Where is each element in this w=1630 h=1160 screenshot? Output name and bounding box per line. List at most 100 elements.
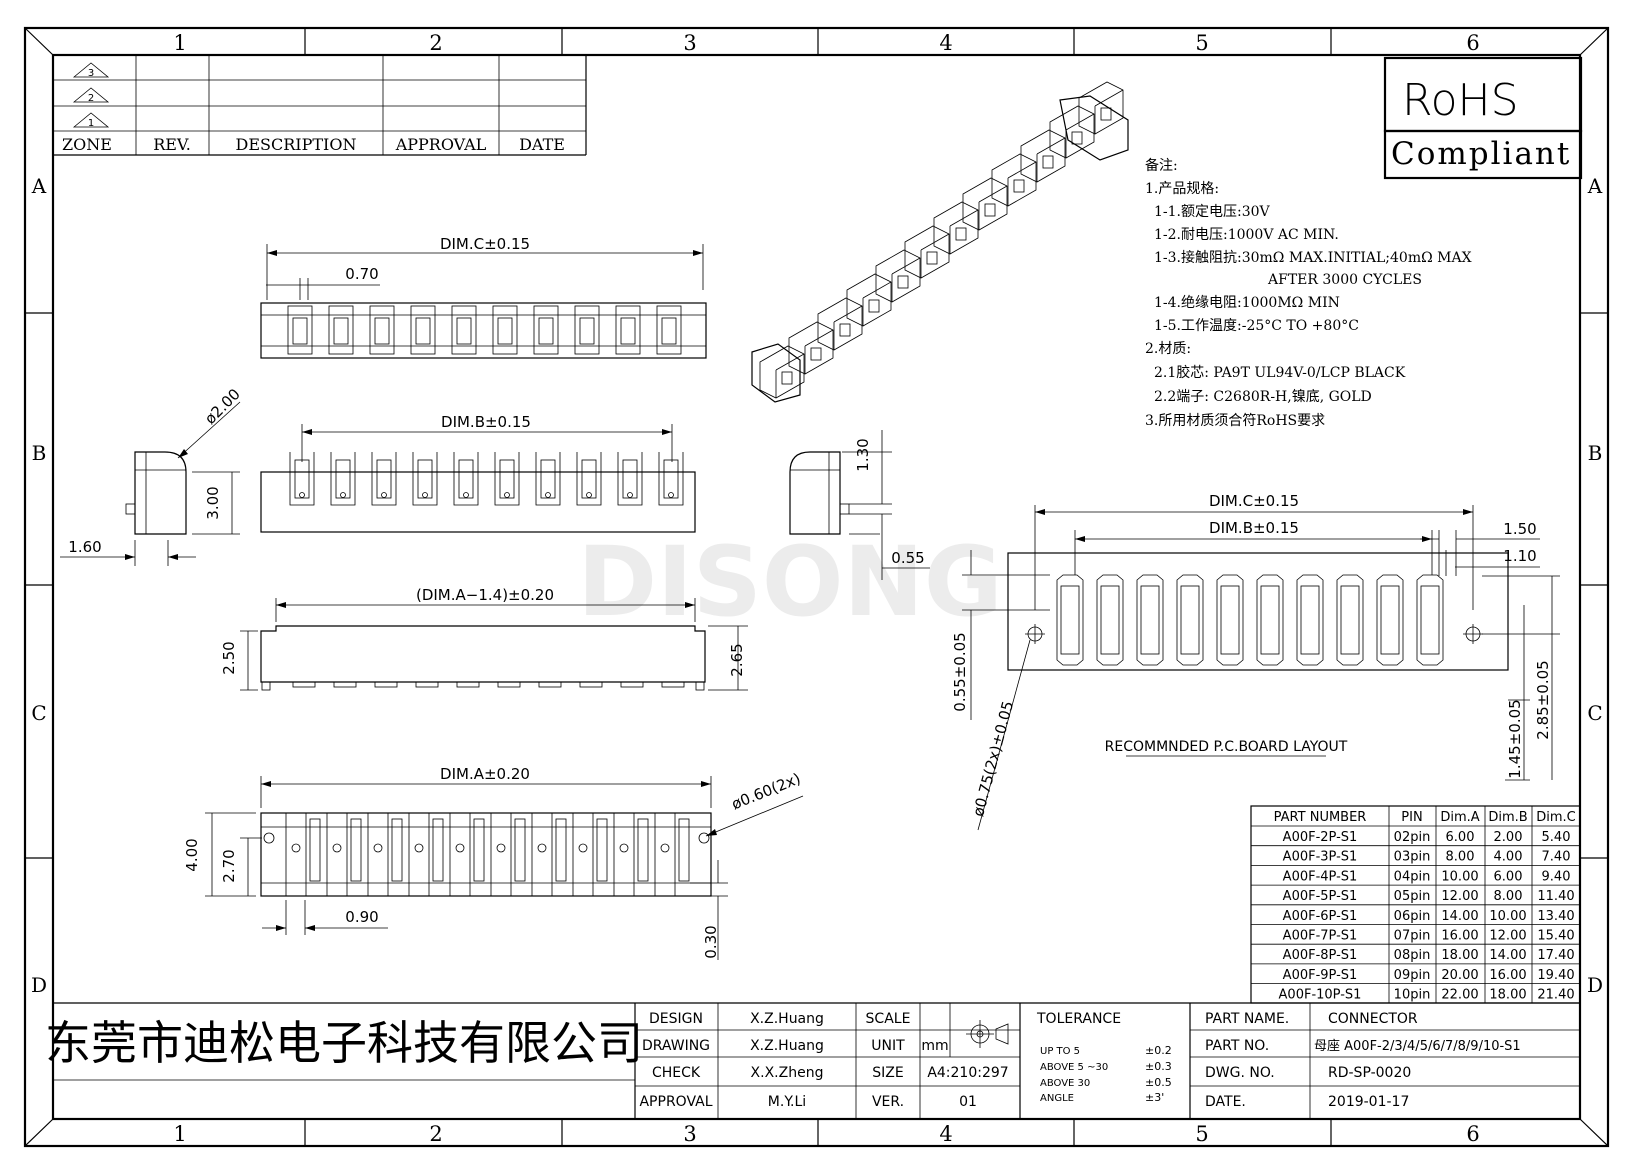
top-view: DIM.C±0.15 0.70	[260, 235, 707, 359]
tolerance-value: ±0.2	[1145, 1044, 1172, 1057]
zone-row-label: C	[31, 701, 46, 725]
contact-pad	[572, 812, 594, 897]
part-table-cell: 15.40	[1537, 929, 1574, 944]
drawing-label: DRAWING	[642, 1038, 710, 1054]
part-table-cell: 11.40	[1537, 889, 1574, 904]
contact-slot	[328, 305, 354, 355]
solder-tail	[538, 681, 562, 688]
part-table-cell: A00F-4P-S1	[1283, 869, 1358, 884]
rev-header-zone: ZONE	[62, 135, 112, 154]
pcb-layout-view: DIM.C±0.15 DIM.B±0.15 1.50 1.10 0.55±0.0…	[951, 492, 1560, 831]
zone-labels-left: A B C D	[31, 174, 47, 997]
design-label: DESIGN	[649, 1011, 703, 1027]
tolerance-label: TOLERANCE	[1036, 1011, 1121, 1027]
isometric-view	[751, 81, 1129, 403]
dim-label: DIM.B±0.15	[441, 413, 531, 431]
zone-col-label: 2	[429, 31, 442, 55]
dim-label: 0.70	[345, 265, 378, 283]
iso-segment	[781, 371, 793, 385]
dim-label: 2.50	[220, 641, 238, 674]
contact-slot	[615, 305, 641, 355]
part-table-header: PART NUMBER	[1274, 810, 1367, 825]
front-view: DIM.B±0.15	[260, 413, 696, 533]
iso-segment	[839, 323, 851, 337]
dim-label: 1.45±0.05	[1506, 699, 1524, 778]
iso-segment	[891, 257, 921, 275]
svg-text:3: 3	[88, 68, 94, 79]
scale-label: SCALE	[866, 1011, 911, 1027]
part-table-cell: 2.00	[1494, 830, 1523, 845]
solder-tail	[620, 681, 644, 688]
pcb-pad	[1256, 574, 1284, 666]
contact-slot	[538, 317, 554, 345]
part-table-cell: 09pin	[1394, 968, 1431, 983]
contact-pad	[350, 818, 362, 882]
contact-pad	[555, 818, 567, 882]
part-table-cell: A00F-7P-S1	[1283, 929, 1358, 944]
date-label: DATE.	[1205, 1094, 1246, 1110]
rev-header-date: DATE	[519, 135, 565, 154]
part-table-cell: A00F-8P-S1	[1283, 948, 1358, 963]
left-side-view: ø2.00 3.00 1.60	[60, 385, 244, 566]
contact-pad	[332, 843, 342, 853]
iso-segment	[1049, 105, 1095, 159]
approval-value: M.Y.Li	[768, 1094, 806, 1110]
part-table-cell: 12.00	[1441, 889, 1478, 904]
part-table-cell: 02pin	[1394, 830, 1431, 845]
iso-segment	[984, 203, 996, 217]
zone-labels-bottom: 1 2 3 4 5 6	[173, 1122, 1479, 1146]
contact-pad	[309, 818, 321, 882]
contact-pin	[668, 492, 674, 498]
check-value: X.X.Zheng	[751, 1065, 824, 1081]
contact-slot	[574, 305, 600, 355]
contact-slot	[656, 305, 682, 355]
notes-line: 1-2.耐电压:1000V AC MIN.	[1154, 227, 1339, 243]
peg	[261, 681, 271, 691]
zone-labels-top: 1 2 3 4 5 6	[173, 31, 1479, 55]
drawing-frame	[23, 26, 1610, 1148]
tolerance-range: UP TO 5	[1040, 1046, 1080, 1057]
contact-pin	[412, 452, 438, 506]
part-table-cell: 08pin	[1394, 948, 1431, 963]
dim-label: 0.55	[891, 549, 924, 567]
iso-segment	[775, 353, 805, 371]
pcb-pad	[1416, 574, 1444, 666]
zone-col-label: 5	[1195, 1122, 1208, 1146]
part-table-cell: 6.00	[1446, 830, 1475, 845]
iso-segment	[810, 347, 822, 361]
zone-col-label: 2	[429, 1122, 442, 1146]
notes-line: 1-5.工作温度:-25°C TO +80°C	[1154, 318, 1359, 334]
notes-line: 1-4.绝缘电阻:1000MΩ MIN	[1154, 295, 1340, 311]
rev-header-description: DESCRIPTION	[236, 135, 357, 154]
part-table-cell: 18.00	[1441, 948, 1478, 963]
contact-slot	[497, 317, 513, 345]
contact-pad	[408, 812, 430, 897]
part-table-cell: 14.00	[1441, 909, 1478, 924]
svg-text:1: 1	[88, 118, 94, 129]
part-table-cell: 03pin	[1394, 850, 1431, 865]
zone-row-label: B	[32, 441, 47, 465]
dim-label: DIM.A±0.20	[440, 765, 530, 783]
pcb-pad	[1300, 585, 1320, 655]
dim-label: 1.60	[68, 538, 101, 556]
dim-label: ø0.60(2x)	[729, 769, 803, 813]
dim-label: 0.90	[345, 908, 378, 926]
zone-row-label: B	[1588, 441, 1603, 465]
pcb-layout-label: RECOMMNDED P.C.BOARD LAYOUT	[1105, 739, 1348, 755]
dim-label: (DIM.A−1.4)±0.20	[416, 586, 554, 604]
contact-pin	[299, 492, 305, 498]
zone-col-label: 6	[1466, 1122, 1479, 1146]
contact-pad	[367, 812, 389, 897]
contact-slot	[533, 305, 559, 355]
iso-segment	[1020, 129, 1066, 183]
zone-col-label: 3	[683, 1122, 696, 1146]
pcb-pad	[1096, 574, 1124, 666]
dim-label: 1.50	[1503, 520, 1536, 538]
contact-pad	[285, 812, 307, 897]
part-table-cell: 10.00	[1441, 869, 1478, 884]
contact-slot	[369, 305, 395, 355]
notes-line: 1-1.额定电压:30V	[1154, 204, 1271, 220]
watermark: DISONG	[577, 526, 1002, 638]
contact-slot	[333, 317, 349, 345]
